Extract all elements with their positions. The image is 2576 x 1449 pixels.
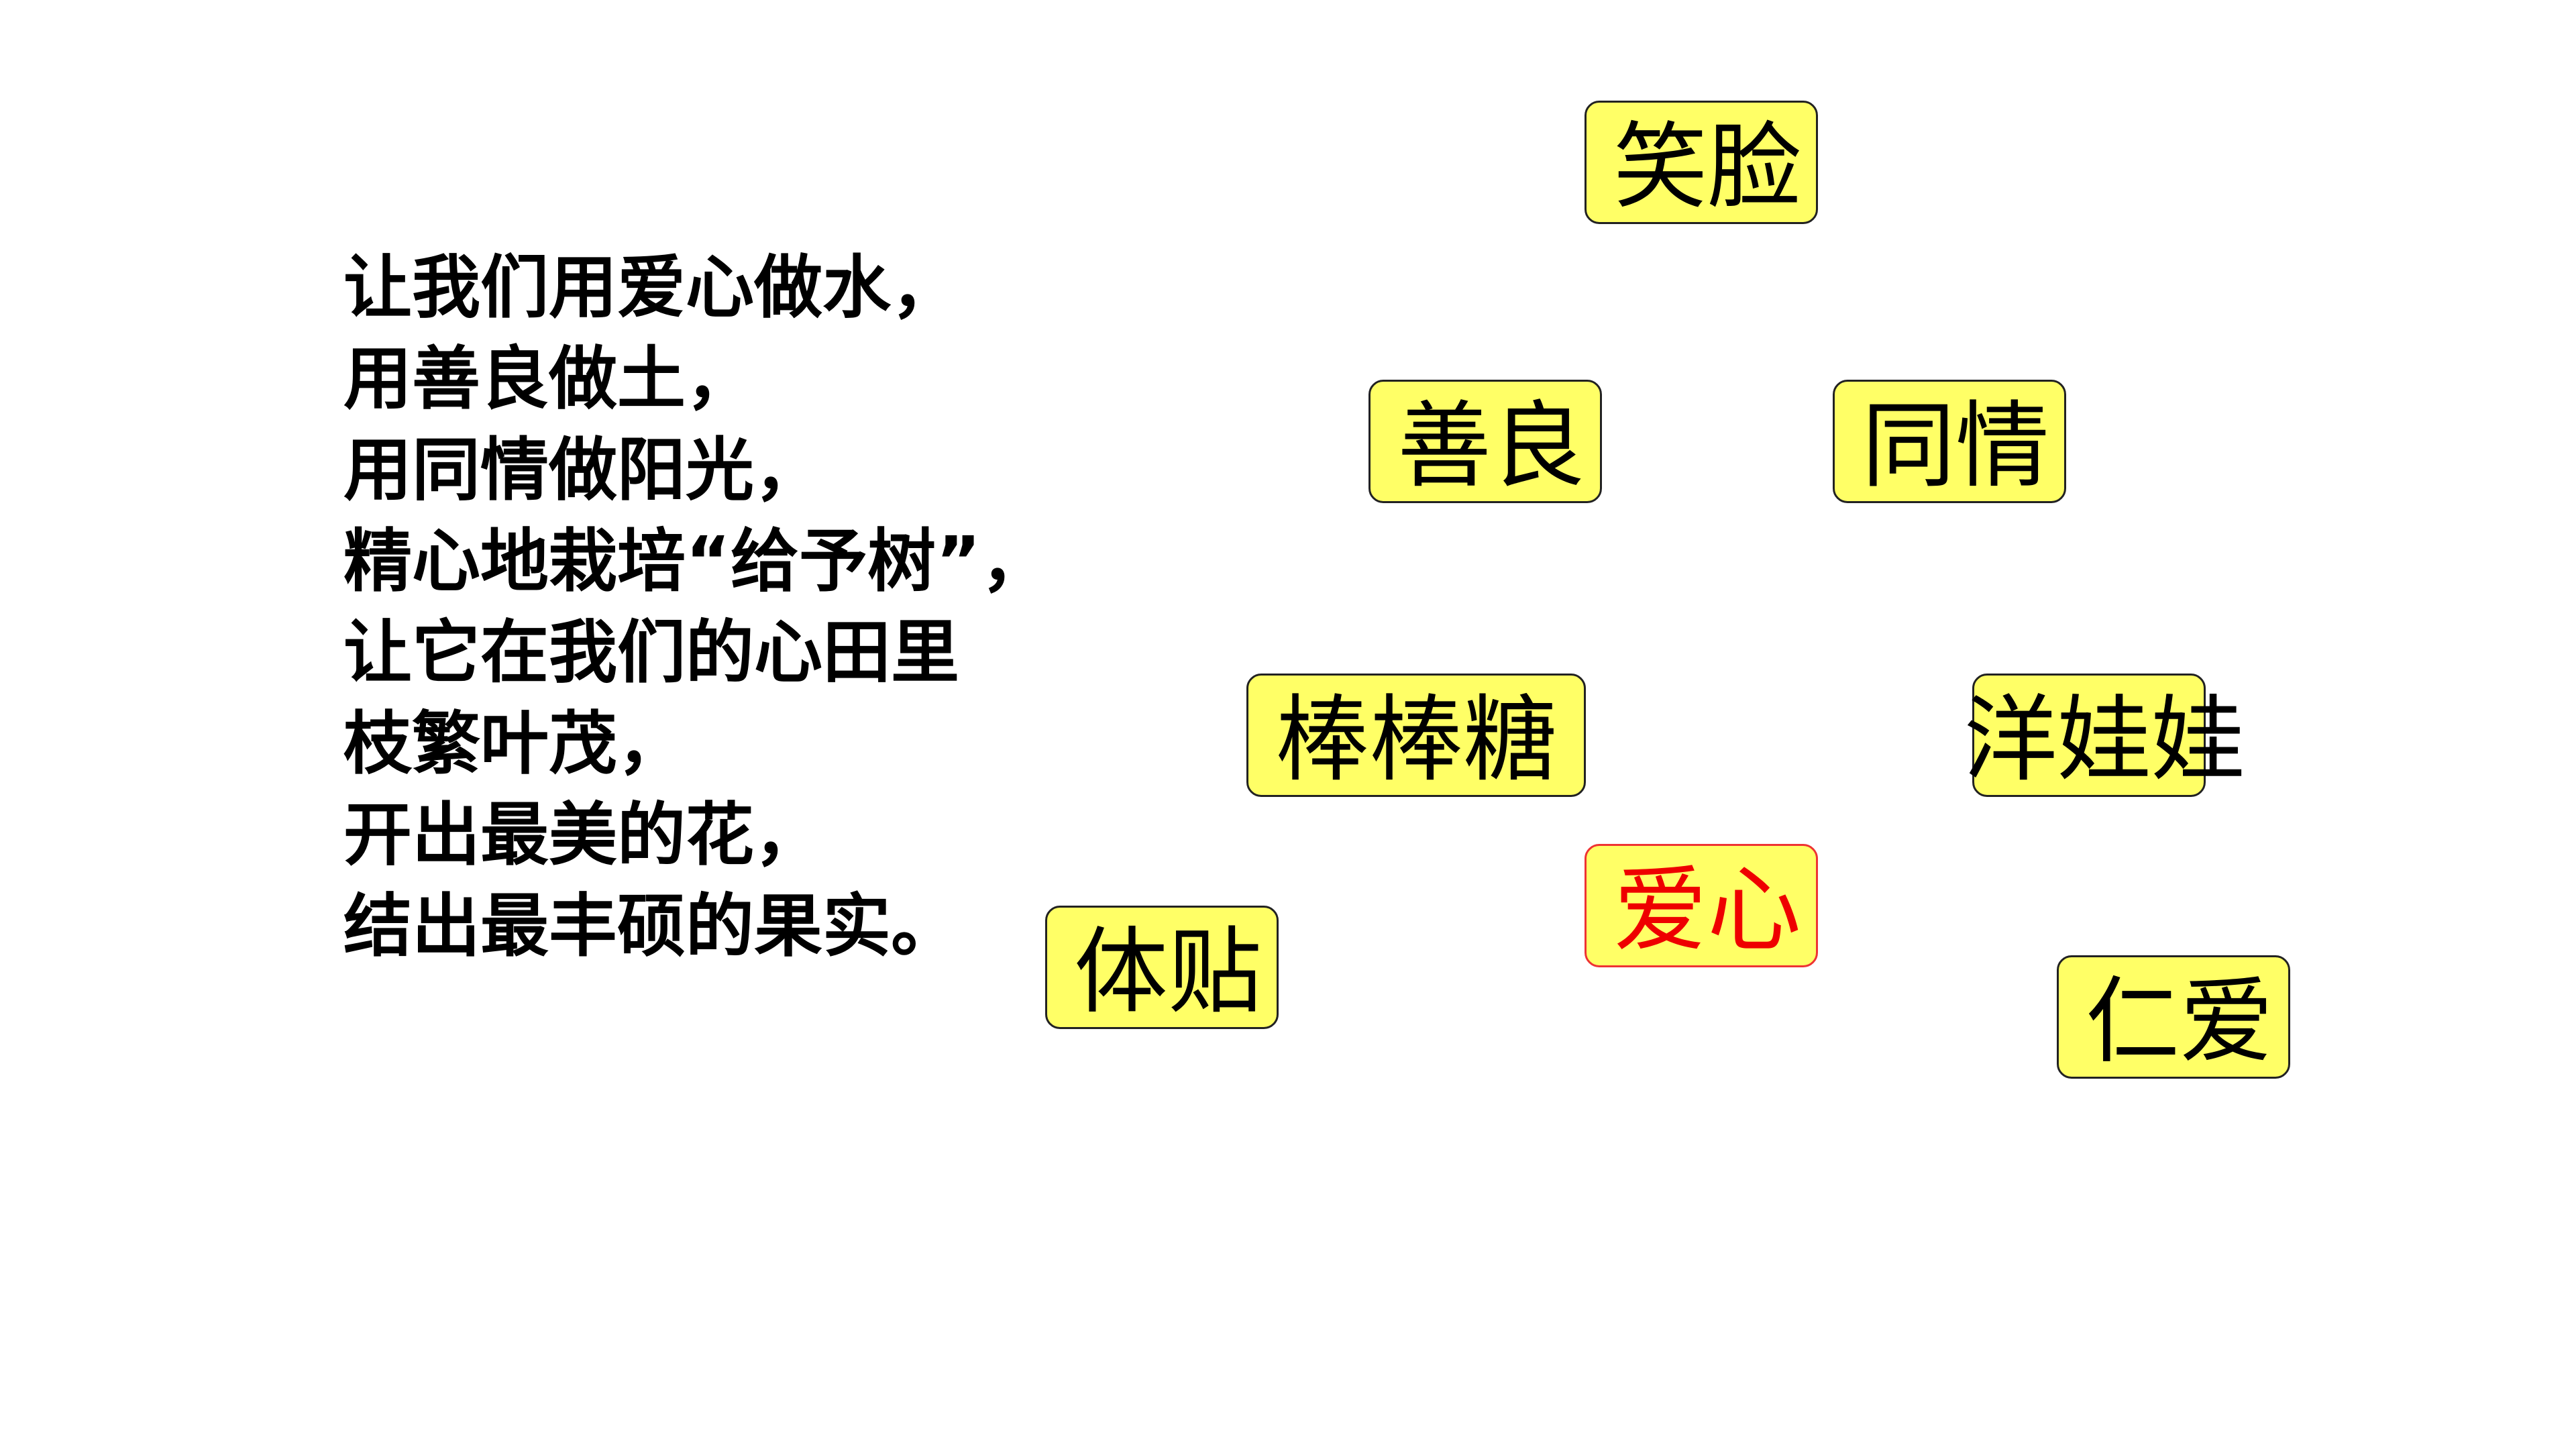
poem-line: 精心地栽培“给予树”， (343, 522, 1050, 602)
word-card-tongqing[interactable]: 同情 (1833, 380, 2066, 503)
word-card-xiaolian[interactable]: 笑脸 (1585, 101, 1818, 224)
poem-line: 让它在我们的心田里 (343, 613, 959, 693)
word-card-label: 洋娃娃 (1964, 686, 2246, 795)
word-card-label: 棒棒糖 (1275, 686, 1558, 795)
poem-line: 让我们用爱心做水， (343, 248, 959, 328)
word-card-tietie[interactable]: 体贴 (1045, 906, 1279, 1029)
word-card-label: 同情 (1862, 392, 2050, 501)
poem-line: 用同情做阳光， (343, 431, 822, 511)
poem-line: 用善良做土， (343, 339, 754, 419)
word-card-bangbangtang[interactable]: 棒棒糖 (1246, 674, 1586, 797)
poem-text: 让我们用爱心做水， 用善良做土， 用同情做阳光， 精心地栽培“给予树”， 让它在… (343, 243, 1049, 973)
word-card-shanliang[interactable]: 善良 (1368, 380, 1602, 503)
poem-line: 开出最美的花， (343, 796, 822, 875)
poem-line: 结出最丰硕的果实。 (343, 887, 959, 967)
poem-line: 枝繁叶茂， (343, 704, 686, 784)
word-card-label: 善良 (1397, 392, 1586, 501)
word-card-label: 体贴 (1074, 918, 1263, 1027)
word-card-label: 笑脸 (1613, 113, 1802, 222)
word-card-label: 爱心 (1613, 856, 1802, 965)
word-card-aixin[interactable]: 爱心 (1585, 844, 1818, 967)
word-card-label: 仁爱 (2086, 967, 2274, 1077)
word-card-yangwawa[interactable]: 洋娃娃 (1964, 674, 2245, 797)
word-card-renai[interactable]: 仁爱 (2057, 955, 2290, 1079)
